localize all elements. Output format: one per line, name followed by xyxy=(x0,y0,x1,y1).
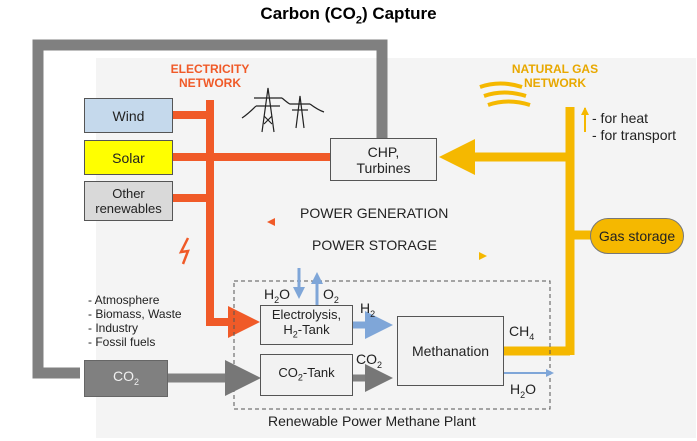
co2-sources-list: - Atmosphere - Biomass, Waste - Industry… xyxy=(88,293,182,349)
power-storage-label: POWER STORAGE xyxy=(312,237,437,253)
plant-boundary xyxy=(233,280,551,410)
diagram-title: Carbon (CO2) Capture xyxy=(260,4,437,27)
electrolysis-box: Electrolysis,H2-Tank xyxy=(260,305,353,345)
co2-source-item: - Fossil fuels xyxy=(88,335,156,349)
co2-source-item: - Atmosphere xyxy=(88,293,160,307)
ch4-label: CH4 xyxy=(509,323,535,342)
h2o-in-label: H2O xyxy=(264,286,291,305)
plant-caption: Renewable Power Methane Plant xyxy=(268,413,476,429)
gas-storage-box: Gas storage xyxy=(590,218,684,254)
electricity-bus-line xyxy=(206,100,260,338)
co2-source-item: - Biomass, Waste xyxy=(88,307,182,321)
h2-label: H2 xyxy=(360,300,376,319)
for-heat-label: - for heat xyxy=(592,110,649,126)
power-pylon-icon xyxy=(241,87,325,133)
chp-turbines-box: CHP,Turbines xyxy=(330,138,437,181)
co2-source-item: - Industry xyxy=(88,321,139,335)
co2-label: CO2 xyxy=(356,351,383,370)
electricity-network-label: ELECTRICITY NETWORK xyxy=(170,62,250,90)
o2-out-label: O2 xyxy=(323,286,339,305)
for-transport-label: - for transport xyxy=(592,127,677,143)
methanation-box: Methanation xyxy=(397,316,504,386)
co2-tank-box: CO2-Tank xyxy=(260,354,353,396)
power-generation-label: POWER GENERATION xyxy=(300,205,449,221)
natural-gas-network-label: NATURAL GAS NETWORK xyxy=(511,62,599,90)
h2o-out-label: H2O xyxy=(510,381,537,400)
solar-box: Solar xyxy=(84,140,173,175)
lightning-icon xyxy=(178,237,190,265)
gas-pipe-icon xyxy=(479,81,531,107)
co2-recycle-loop xyxy=(32,39,388,379)
wind-box: Wind xyxy=(84,98,173,133)
co2-source-box: CO2 xyxy=(84,360,168,397)
